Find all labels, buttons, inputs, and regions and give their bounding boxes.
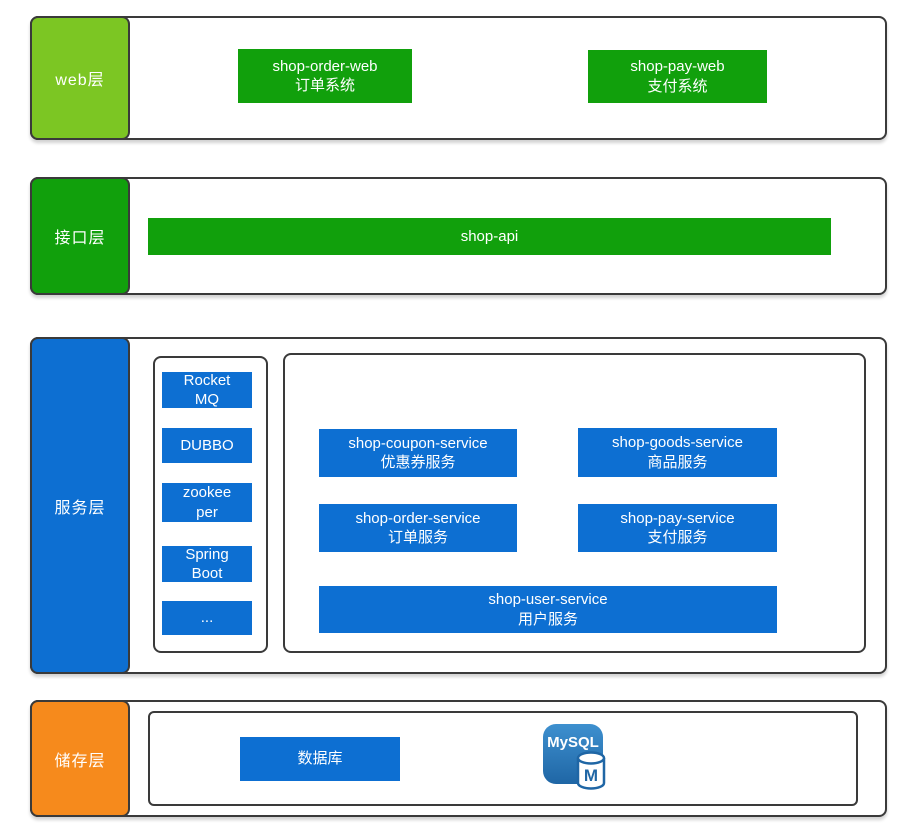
node-rocketmq: Rocket MQ <box>162 372 252 408</box>
node-name: shop-api <box>460 227 519 245</box>
node-desc: 优惠券服务 <box>380 454 456 471</box>
node-shop-user-service: shop-user-service 用户服务 <box>319 586 777 633</box>
layer-label-web: web层 <box>30 16 130 140</box>
node-desc: 支付服务 <box>647 529 708 546</box>
node-ellipsis: ... <box>162 601 252 635</box>
node-name: shop-order-service <box>355 509 481 527</box>
node-name: shop-coupon-service <box>348 434 488 452</box>
node-shop-coupon-service: shop-coupon-service 优惠券服务 <box>319 429 517 477</box>
node-name: shop-user-service <box>488 591 608 608</box>
mysql-icon-title: MySQL <box>547 734 599 751</box>
layer-web-container: web层 shop-order-web 订单系统 shop-pay-web 支付… <box>30 16 887 140</box>
node-desc: 订单服务 <box>387 529 448 546</box>
node-name: shop-order-web <box>272 57 378 75</box>
storage-panel: 数据库 MySQL M <box>148 711 858 806</box>
layer-api-container: 接口层 shop-api <box>30 177 887 295</box>
mysql-icon-letter: M <box>584 766 598 785</box>
layer-service-container: 服务层 Rocket MQ DUBBO zookee per Spring Bo… <box>30 337 887 674</box>
node-name: 数据库 <box>297 750 343 768</box>
layer-label-service: 服务层 <box>30 337 130 674</box>
node-name: shop-pay-service <box>620 509 735 527</box>
layer-storage-container: 储存层 数据库 MySQL M <box>30 700 887 817</box>
middleware-panel: Rocket MQ DUBBO zookee per Spring Boot .… <box>153 356 268 653</box>
node-shop-goods-service: shop-goods-service 商品服务 <box>578 428 777 477</box>
node-shop-pay-service: shop-pay-service 支付服务 <box>578 504 777 552</box>
layer-label-storage: 储存层 <box>30 700 130 817</box>
node-zookeeper: zookee per <box>162 483 252 522</box>
node-desc: 用户服务 <box>517 610 578 628</box>
node-shop-order-service: shop-order-service 订单服务 <box>319 504 517 552</box>
node-name: shop-goods-service <box>612 434 743 451</box>
node-shop-api: shop-api <box>148 218 831 255</box>
node-desc: 订单系统 <box>294 77 355 94</box>
node-database: 数据库 <box>240 737 400 781</box>
node-shop-order-web: shop-order-web 订单系统 <box>238 49 412 103</box>
services-panel: shop-coupon-service 优惠券服务 shop-goods-ser… <box>283 353 866 653</box>
database-cylinder-icon: M <box>576 751 606 790</box>
node-shop-pay-web: shop-pay-web 支付系统 <box>588 50 767 103</box>
node-dubbo: DUBBO <box>162 428 252 463</box>
node-spring-boot: Spring Boot <box>162 546 252 582</box>
mysql-icon: MySQL M <box>543 724 606 790</box>
node-desc: 商品服务 <box>647 453 708 471</box>
node-desc: 支付系统 <box>647 77 708 95</box>
layer-label-api: 接口层 <box>30 177 130 295</box>
node-name: shop-pay-web <box>630 58 725 75</box>
